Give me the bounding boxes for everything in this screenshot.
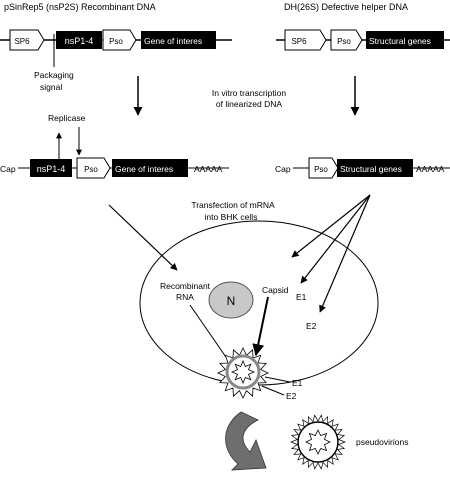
recombinant-dna-title: pSinRep5 (nsP2S) Recombinant DNA <box>4 2 156 12</box>
recombinant-mrna: Cap nsP1-4 Pso Gene of interes AAAAA <box>0 157 229 179</box>
left-goi-box <box>112 159 188 177</box>
capsid-label: Capsid <box>262 285 289 295</box>
helper-structural-box <box>366 31 444 49</box>
right-pso-box <box>308 157 339 179</box>
helper-sp6-label: SP6 <box>291 37 307 46</box>
goi-label: Gene of interes <box>144 36 202 46</box>
e2-pointer <box>261 385 285 396</box>
cell-e2-label: E2 <box>306 321 317 331</box>
helper-arrow-e2 <box>319 194 371 313</box>
nsp-gene-box <box>56 31 102 49</box>
nucleus <box>208 281 254 319</box>
right-cap-label: Cap <box>275 164 291 174</box>
replicase-label: Replicase <box>48 113 86 123</box>
recombinant-rna-label-2: RNA <box>176 292 194 302</box>
helper-arrow-e1 <box>300 194 371 284</box>
helper-arrow-capsid <box>291 194 371 258</box>
right-structural-label: Structural genes <box>340 164 402 174</box>
virion-e2-label: E2 <box>286 391 297 401</box>
pso-promoter-box <box>102 29 137 51</box>
virion-capsid <box>230 359 256 385</box>
pso-label: Pso <box>109 37 123 46</box>
recombinant-construct: SP6 nsP1-4 Pso Gene of interes <box>0 29 232 51</box>
nucleus-label: N <box>227 294 236 308</box>
virion-e1-label: E1 <box>292 378 303 388</box>
nsp-label: nsP1-4 <box>65 36 94 46</box>
capsid-to-virion-arrow <box>252 296 269 357</box>
transfection-label-2: into BHK cells <box>205 212 258 222</box>
cell-e1-label: E1 <box>296 292 307 302</box>
pseudovirion <box>290 414 346 470</box>
transfection-label-1: Transfection of mRNA <box>191 200 275 210</box>
virion-envelope <box>225 354 261 390</box>
left-nsp-label: nsP1-4 <box>37 164 66 174</box>
helper-mrna: Cap Pso Structural genes AAAAA <box>275 157 450 179</box>
goi-box <box>141 31 216 49</box>
left-cap-label: Cap <box>0 164 16 174</box>
left-nsp-box <box>30 159 72 177</box>
e1-pointer <box>264 376 291 383</box>
transfection-arrow-left <box>108 204 178 271</box>
right-polya-label: AAAAA <box>416 164 445 174</box>
left-pso-box <box>76 157 111 179</box>
helper-dna-title: DH(26S) Defective helper DNA <box>284 2 408 12</box>
sp6-promoter-box <box>9 29 45 51</box>
helper-construct: SP6 Pso Structural genes <box>276 29 450 51</box>
recombinant-rna-label-1: Recombinant <box>160 281 211 291</box>
helper-pso-box <box>330 29 363 51</box>
left-goi-label: Gene of interes <box>115 164 173 174</box>
budding-virion <box>217 347 269 399</box>
helper-structural-label: Structural genes <box>369 36 431 46</box>
release-arrow <box>225 411 267 471</box>
pseudovirion-capsid <box>305 429 331 455</box>
left-pso-label: Pso <box>84 165 98 174</box>
helper-sp6-box <box>284 29 327 51</box>
in-vitro-label-2: of linearized DNA <box>216 99 282 109</box>
sp6-label: SP6 <box>14 37 30 46</box>
helper-pso-label: Pso <box>337 37 351 46</box>
right-structural-box <box>337 159 413 177</box>
left-polya-label: AAAAA <box>194 164 223 174</box>
packaging-label-1: Packaging <box>34 70 74 80</box>
packaging-label-2: signal <box>40 82 62 92</box>
in-vitro-label-1: In vitro transcription <box>212 88 286 98</box>
right-pso-label: Pso <box>314 165 328 174</box>
pseudovirions-label: pseudovirions <box>356 437 408 447</box>
